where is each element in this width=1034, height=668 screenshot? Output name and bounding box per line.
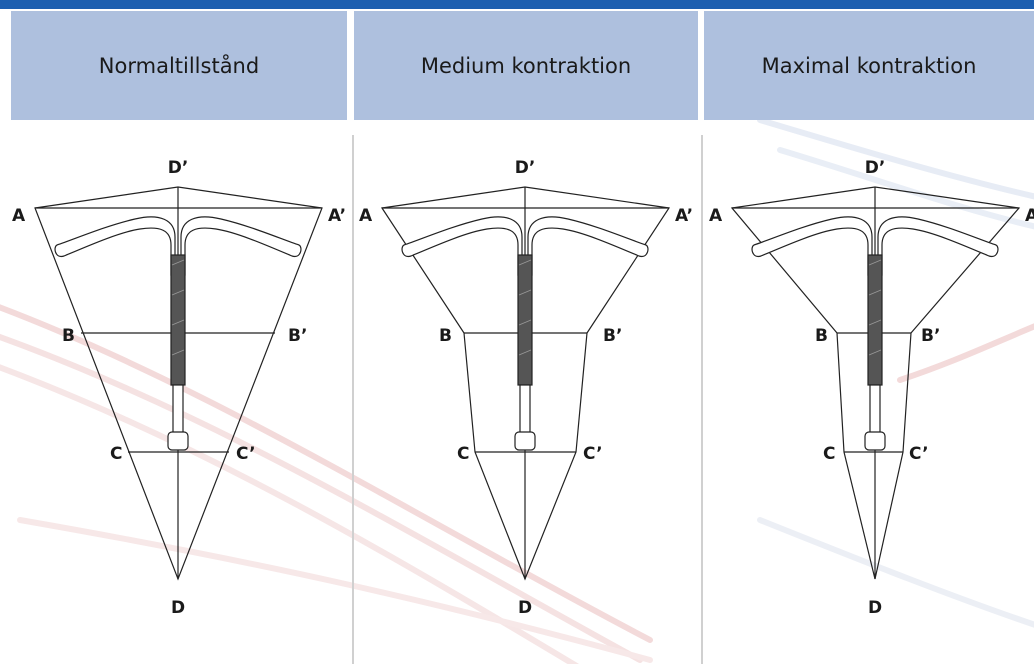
- label-a-prime: A’: [1025, 206, 1034, 226]
- iud-device: [401, 216, 649, 451]
- diagram-maximal: D’ A A’ B B’ C C’ D: [709, 158, 1034, 618]
- header-maximal-label: Maximal kontraktion: [761, 53, 977, 78]
- top-accent-bar: [0, 0, 1034, 9]
- header-medium: Medium kontraktion: [354, 11, 698, 120]
- label-d: D: [868, 598, 882, 618]
- label-d-prime: D’: [865, 158, 886, 178]
- label-b-prime: B’: [603, 326, 622, 346]
- label-c-prime: C’: [583, 444, 603, 464]
- iud-device: [751, 216, 999, 451]
- label-a-prime: A’: [675, 206, 693, 226]
- header-medium-label: Medium kontraktion: [420, 53, 632, 78]
- label-a: A: [12, 206, 26, 226]
- label-b: B: [815, 326, 828, 346]
- label-c: C: [457, 444, 469, 464]
- panel-normal: D’ A A’ B B’ C C’ D: [0, 135, 350, 664]
- label-d: D: [171, 598, 185, 618]
- label-d-prime: D’: [515, 158, 536, 178]
- label-a-prime: A’: [328, 206, 346, 226]
- label-b: B: [439, 326, 452, 346]
- label-b-prime: B’: [921, 326, 940, 346]
- label-d-prime: D’: [168, 158, 189, 178]
- label-b: B: [62, 326, 75, 346]
- panel-medium: D’ A A’ B B’ C C’ D: [347, 135, 697, 664]
- label-c: C: [110, 444, 122, 464]
- panel-maximal: D’ A A’ B B’ C C’ D: [697, 135, 1034, 664]
- label-a: A: [359, 206, 373, 226]
- header-maximal: Maximal kontraktion: [704, 11, 1034, 120]
- header-normal-label: Normaltillstånd: [98, 53, 260, 78]
- panel-divider-1: [352, 135, 354, 664]
- diagram-normal: D’ A A’ B B’ C C’ D: [12, 158, 346, 618]
- label-d: D: [518, 598, 532, 618]
- label-a: A: [709, 206, 723, 226]
- label-c-prime: C’: [236, 444, 256, 464]
- label-c: C: [823, 444, 835, 464]
- header-normal: Normaltillstånd: [11, 11, 347, 120]
- label-b-prime: B’: [288, 326, 307, 346]
- panel-divider-2: [701, 135, 703, 664]
- label-c-prime: C’: [909, 444, 929, 464]
- iud-device: [54, 216, 302, 451]
- diagram-medium: D’ A A’ B B’ C C’ D: [359, 158, 693, 618]
